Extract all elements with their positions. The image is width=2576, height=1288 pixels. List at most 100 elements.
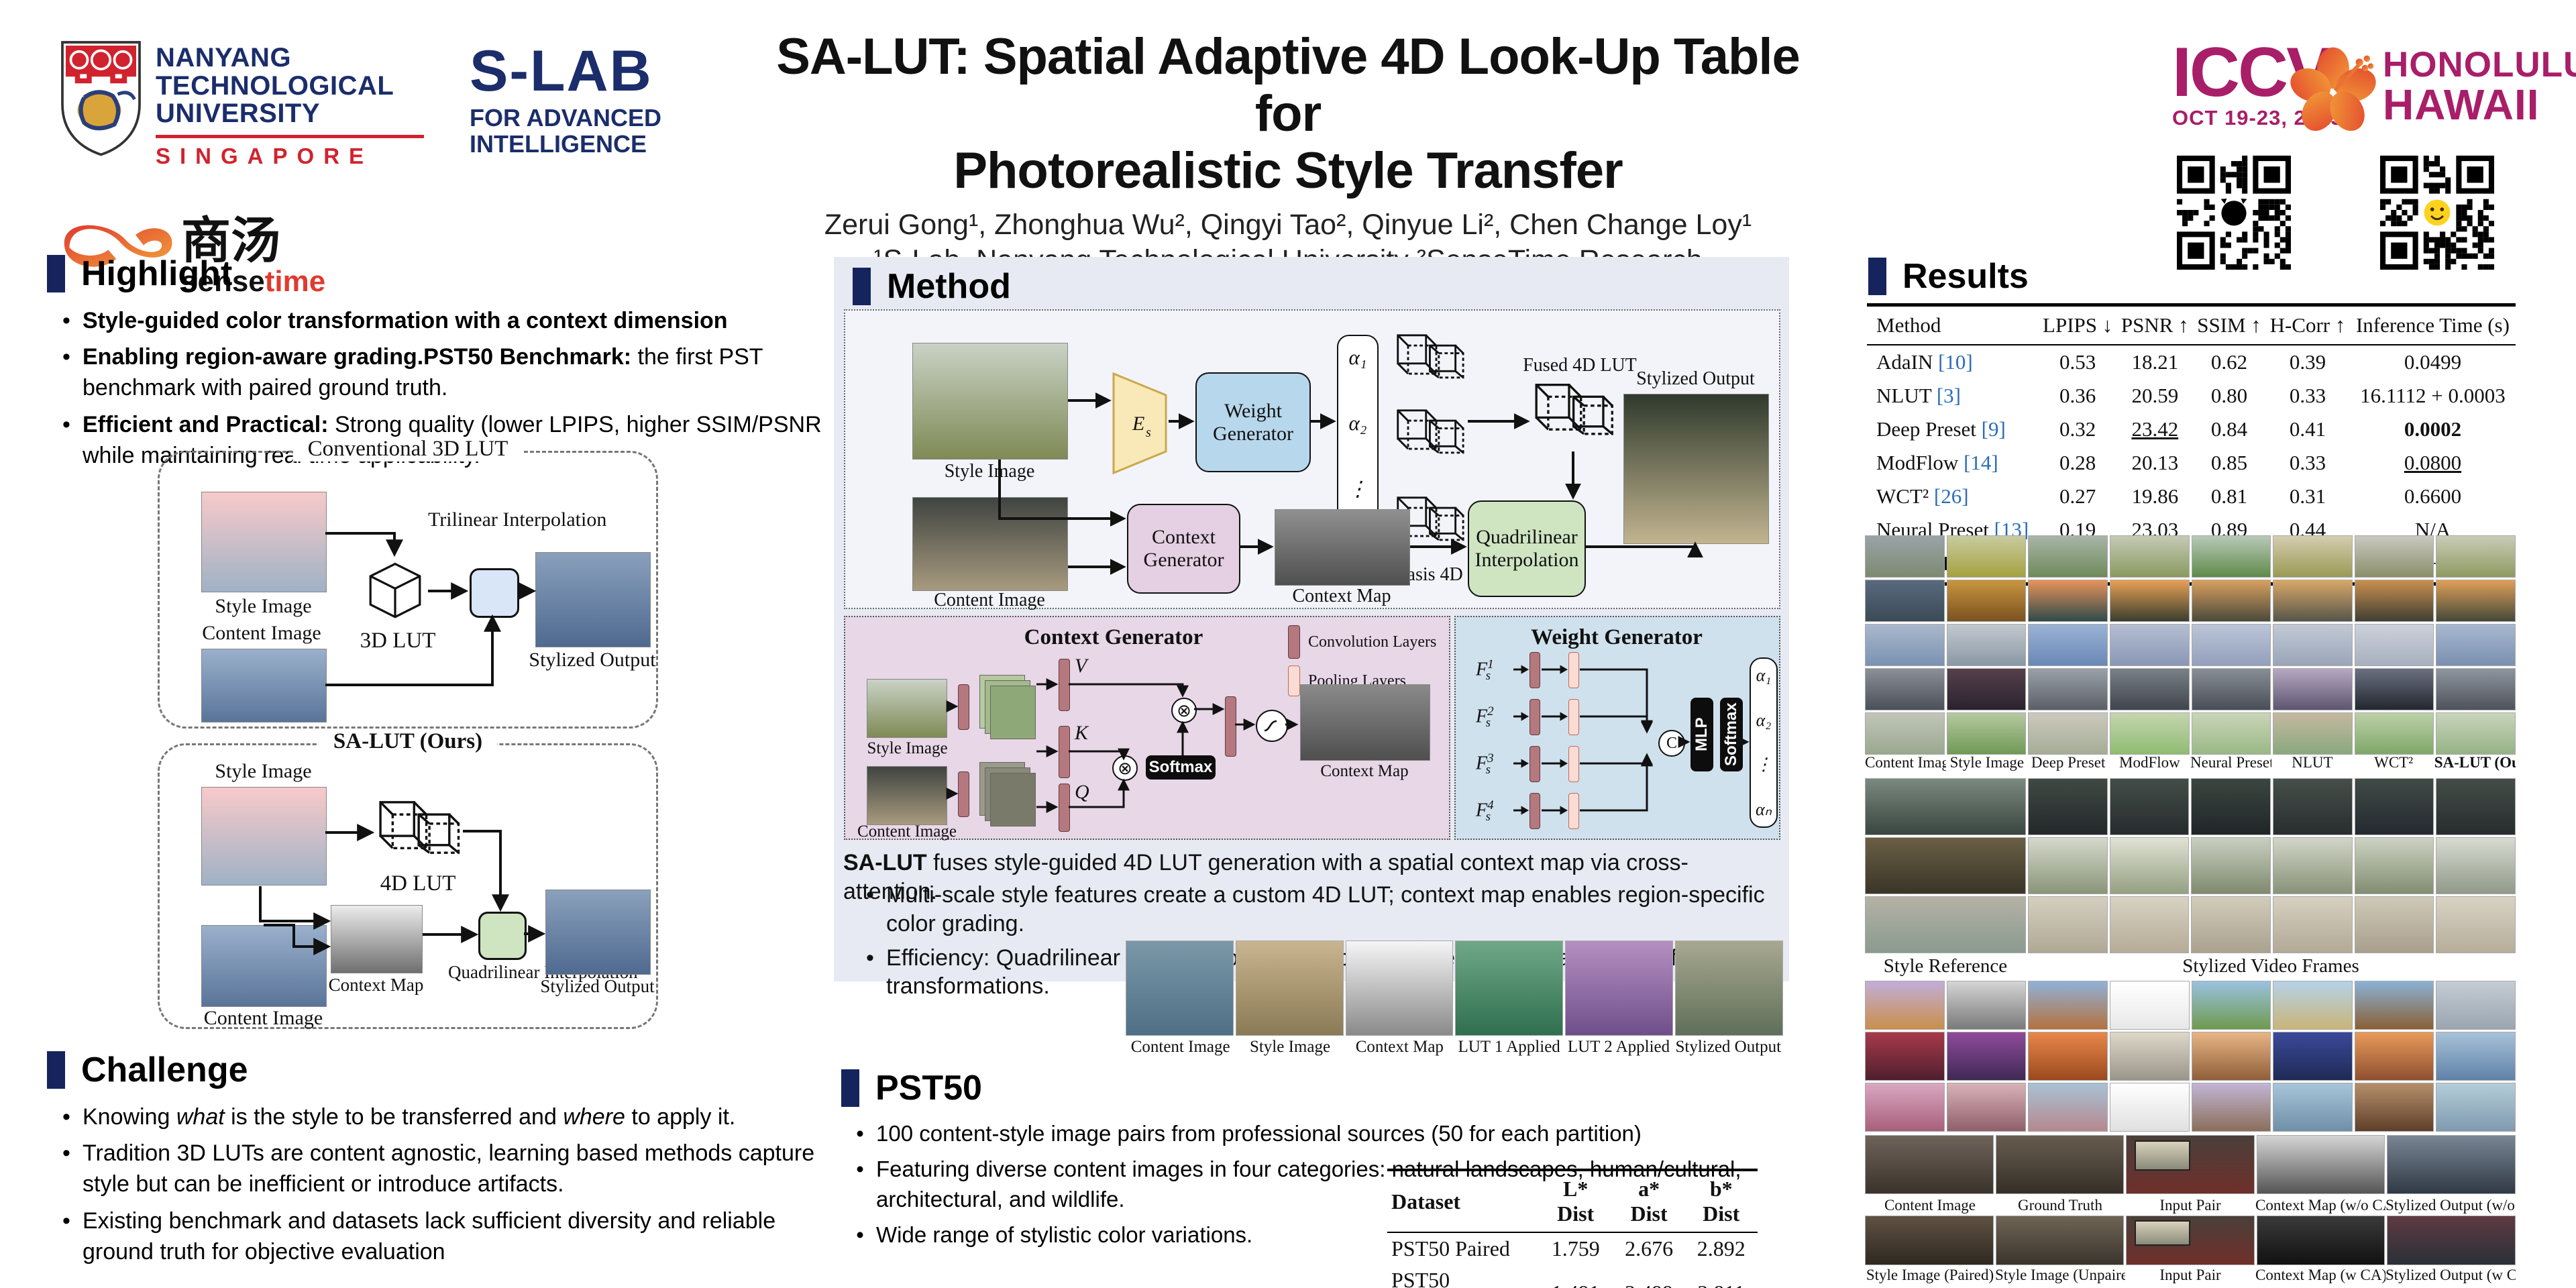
conv-bar bbox=[958, 684, 969, 730]
grid-row bbox=[1865, 1032, 2516, 1081]
video-frame-thumb bbox=[2436, 837, 2516, 894]
fused-4dlut-icon bbox=[1531, 380, 1615, 449]
alpha-weight-label: α₁ bbox=[1756, 665, 1772, 685]
section-bar bbox=[853, 268, 871, 305]
tesseract-4dlut-icon bbox=[374, 798, 462, 868]
value-cell: 0.28 bbox=[2039, 446, 2117, 480]
value-cell: 0.80 bbox=[2193, 379, 2265, 413]
text-segment: SA-LUT bbox=[843, 850, 927, 875]
video-frame-thumb bbox=[2273, 896, 2353, 953]
result-thumb bbox=[2109, 535, 2190, 578]
figure-title: SA-LUT (Ours) bbox=[318, 729, 498, 754]
video-frame-thumb bbox=[2191, 778, 2271, 835]
alpha-weight-label: α₁ bbox=[1348, 345, 1367, 369]
ablation-labels-with-ca: Style Image (Paired)Style Image (Unpaire… bbox=[1865, 1267, 2516, 1284]
result-thumb bbox=[2354, 668, 2434, 710]
strip-thumb bbox=[1565, 941, 1674, 1036]
strip-label: Context Map bbox=[1355, 1038, 1444, 1056]
stylized-output-label: Stylized Output bbox=[529, 649, 656, 671]
dataset-cell: PST50 Paired bbox=[1391, 1236, 1510, 1260]
result-thumb bbox=[2028, 981, 2108, 1030]
bullet-text: Style-guided color transformation with a… bbox=[83, 305, 728, 336]
trilinear-box bbox=[470, 568, 519, 618]
stylized-output-thumb bbox=[535, 552, 651, 647]
bullet-dot: • bbox=[856, 1156, 864, 1181]
value: 0.31 bbox=[2289, 484, 2326, 508]
style-image-thumb bbox=[867, 679, 947, 738]
bullet-item: •Style-guided color transformation with … bbox=[50, 305, 822, 336]
value-cell: 0.0499 bbox=[2350, 345, 2516, 379]
value-cell: 0.84 bbox=[2193, 413, 2265, 446]
value: 0.6600 bbox=[2404, 484, 2462, 508]
k-label: K bbox=[1075, 722, 1089, 744]
section-challenge-header: Challenge bbox=[47, 1050, 248, 1090]
result-thumb bbox=[2191, 981, 2271, 1030]
result-thumb bbox=[2028, 1032, 2108, 1081]
result-thumb bbox=[2436, 1032, 2516, 1081]
style-image-label: Style Image bbox=[215, 760, 312, 782]
mlp-box: MLP bbox=[1690, 698, 1713, 771]
content-image-thumb bbox=[201, 925, 327, 1007]
video-frame-thumb bbox=[2354, 778, 2434, 835]
pool-bar bbox=[1568, 699, 1579, 735]
result-thumb bbox=[1946, 535, 2027, 578]
section-bar bbox=[47, 255, 65, 292]
softmax-box: Softmax bbox=[1146, 755, 1216, 780]
result-thumb bbox=[2109, 624, 2190, 666]
style-image-thumb bbox=[201, 787, 327, 885]
video-frame-thumb bbox=[2191, 896, 2271, 953]
video-results-labels: Style Reference Stylized Video Frames bbox=[1865, 955, 2516, 977]
result-thumb bbox=[1946, 981, 2027, 1030]
style-image-label: Style Image bbox=[215, 595, 312, 617]
sensetime-en2: time bbox=[264, 265, 326, 298]
stylized-output-thumb bbox=[545, 890, 651, 975]
stylized-output-label: Stylized Output bbox=[1636, 368, 1755, 389]
text-segment: to apply it. bbox=[625, 1104, 736, 1130]
value-cell: 2.811 bbox=[1684, 1265, 1758, 1288]
ntu-singapore: SINGAPORE bbox=[156, 143, 374, 168]
value: 18.21 bbox=[2131, 350, 2179, 374]
result-thumb bbox=[1865, 712, 1945, 755]
result-thumb bbox=[2354, 712, 2434, 755]
text-segment: where bbox=[563, 1104, 625, 1130]
result-thumb bbox=[1865, 580, 1945, 622]
video-frame-thumb bbox=[2191, 837, 2271, 894]
video-frame-thumb bbox=[2273, 837, 2353, 894]
table-row: PST50 Unpaired1.4912.4992.811 bbox=[1387, 1265, 1758, 1288]
grid-label: WCT² bbox=[2374, 754, 2414, 771]
video-row bbox=[1865, 837, 2516, 894]
slab-logo: S-LAB FOR ADVANCED INTELLIGENCE bbox=[470, 42, 661, 158]
text-segment: Featuring diverse content images in four… bbox=[876, 1156, 1741, 1212]
video-frame-thumb bbox=[2028, 896, 2108, 953]
ablation-thumb bbox=[2126, 1216, 2255, 1265]
poster-title-line2: Photorealistic Style Transfer bbox=[953, 142, 1623, 200]
result-thumb bbox=[2436, 981, 2516, 1030]
alpha-weight-label: α₂ bbox=[1348, 411, 1367, 435]
value: 0.62 bbox=[2210, 350, 2248, 374]
title-block: SA-LUT: Spatial Adaptive 4D Look-Up Tabl… bbox=[738, 28, 1838, 277]
grid-label: Content Image bbox=[1865, 754, 1947, 771]
feature-label: F1s bbox=[1476, 657, 1494, 683]
grid-row bbox=[1865, 712, 2516, 755]
grid-row bbox=[1865, 624, 2516, 666]
text-segment: is the style to be transferred and bbox=[224, 1104, 564, 1130]
svg-text:s: s bbox=[1146, 425, 1151, 440]
result-thumb bbox=[1946, 1083, 2027, 1132]
weight-generator-box: Weight Generator bbox=[1195, 372, 1311, 472]
text-segment: Enabling region-aware grading.PST50 Benc… bbox=[83, 344, 632, 370]
strip-label: Style Image bbox=[1249, 1038, 1331, 1056]
value-cell: 18.21 bbox=[2117, 345, 2193, 379]
grid-row bbox=[1865, 580, 2516, 622]
alpha-weight-label: ⋮ bbox=[1755, 755, 1772, 775]
result-thumb bbox=[2354, 981, 2434, 1030]
context-map-label: Context Map bbox=[1320, 762, 1409, 780]
ntu-line3: UNIVERSITY bbox=[156, 99, 321, 129]
text-segment: Tradition 3D LUTs are content agnostic, … bbox=[83, 1140, 815, 1197]
method-cell: WCT² [26] bbox=[1867, 480, 2039, 513]
bullet-item: •Existing benchmark and datasets lack su… bbox=[50, 1205, 825, 1267]
bullet-dot: • bbox=[62, 344, 70, 370]
